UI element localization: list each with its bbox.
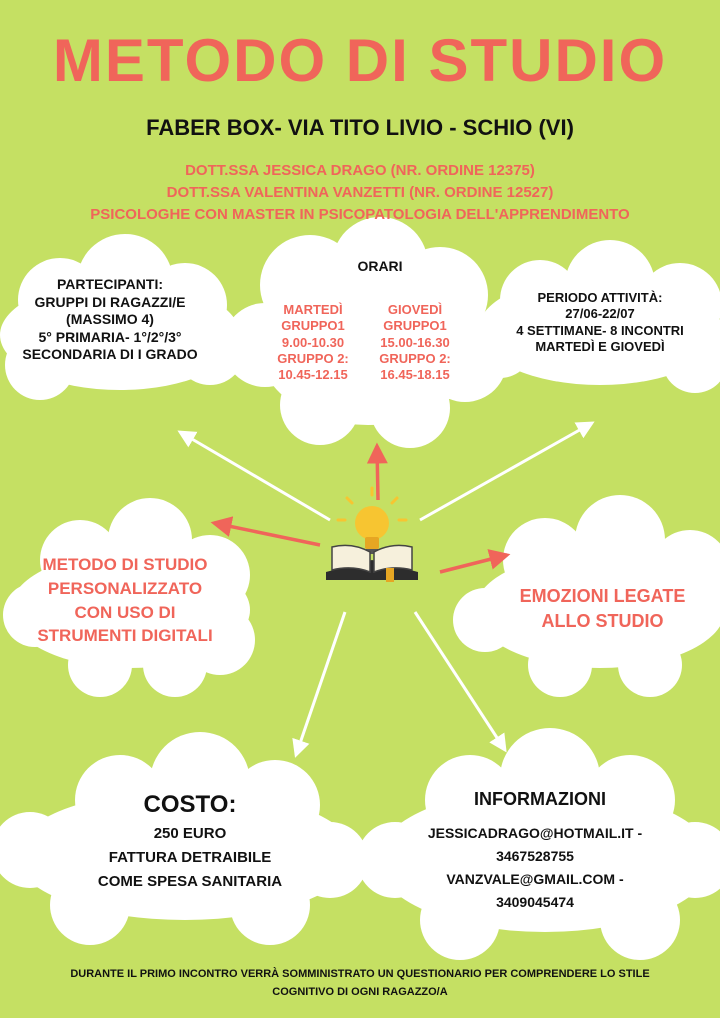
author-line: DOTT.SSA VALENTINA VANZETTI (NR. ORDINE … [166, 183, 554, 201]
arrow-emozioni [439, 549, 511, 574]
orari-tuesday: MARTEDÌ GRUPPO1 9.00-10.30 GRUPPO 2: 10.… [268, 302, 358, 383]
participants-line: GRUPPI DI RAGAZZI/E [34, 293, 186, 310]
costo-title: COSTO: [143, 791, 237, 818]
orari-label: ORARI [357, 258, 403, 274]
costo-line: COME SPESA SANITARIA [97, 873, 283, 890]
orari-line: GRUPPO1 [281, 318, 345, 334]
periodo-line: 4 SETTIMANE- 8 INCONTRI [516, 322, 684, 338]
participants-line: 5° PRIMARIA- 1°/2°/3° [38, 328, 182, 345]
arrow-orari [366, 442, 388, 501]
orari-line: 10.45-12.15 [278, 367, 348, 382]
arrow-periodo [419, 421, 595, 522]
periodo-info: PERIODO ATTIVITÀ: 27/06-22/07 4 SETTIMAN… [480, 290, 720, 355]
author-line: PSICOLOGHE CON MASTER IN PSICOPATOLOGIA … [90, 205, 630, 223]
orari-thursday: GIOVEDÌ GRUPPO1 15.00-16.30 GRUPPO 2: 16… [370, 302, 460, 383]
footer-line: COGNITIVO DI OGNI RAGAZZO/A [272, 985, 448, 998]
arrow-informazioni [413, 611, 507, 753]
costo-info: 250 EURO FATTURA DETRAIBILE COME SPESA S… [70, 822, 310, 894]
periodo-line: 27/06-22/07 [565, 306, 635, 322]
emozioni-info: EMOZIONI LEGATE ALLO STUDIO [490, 584, 715, 634]
poster-title: METODO DI STUDIO [52, 27, 668, 94]
phone-valentina[interactable]: 3409045474 [496, 894, 574, 911]
authors-block: DOTT.SSA JESSICA DRAGO (NR. ORDINE 12375… [0, 160, 720, 225]
arrows-coral [210, 442, 511, 574]
author-line: DOTT.SSA JESSICA DRAGO (NR. ORDINE 12375… [185, 162, 535, 179]
orari-line: GRUPPO1 [383, 318, 447, 334]
phone-jessica[interactable]: 3467528755 [496, 848, 574, 865]
arrow-metodo [210, 516, 321, 547]
cloud-orari [223, 217, 507, 448]
orari-line: GRUPPO 2: [379, 350, 451, 366]
metodo-info: METODO DI STUDIO PERSONALIZZATO CON USO … [0, 553, 250, 648]
email-link-jessica[interactable]: JESSICADRAGO@HOTMAIL.IT - [427, 825, 643, 841]
orari-line: GIOVEDÌ [387, 302, 443, 317]
arrows-white [177, 421, 595, 758]
arrow-participants [177, 430, 331, 522]
orari-line: GRUPPO 2: [277, 350, 349, 366]
cloud-participants [0, 234, 245, 400]
metodo-line: METODO DI STUDIO [42, 555, 208, 574]
metodo-line: PERSONALIZZATO [47, 578, 203, 598]
cloud-informazioni [357, 728, 720, 960]
informazioni-title: INFORMAZIONI [474, 789, 606, 809]
orari-line: MARTEDÌ [283, 302, 343, 317]
email-link-valentina[interactable]: VANZVALE@GMAIL.COM - [446, 871, 624, 888]
emozioni-line: EMOZIONI LEGATE [519, 586, 686, 606]
metodo-line: CON USO DI [74, 602, 176, 622]
participants-line: SECONDARIA DI I GRADO [22, 346, 198, 362]
orari-line: 15.00-16.30 [380, 334, 450, 350]
participants-info: PARTECIPANTI: GRUPPI DI RAGAZZI/E (MASSI… [0, 276, 220, 364]
participants-line: PARTECIPANTI: [56, 276, 164, 292]
cloud-metodo [3, 498, 255, 697]
book-lightbulb-icon [326, 486, 418, 582]
footer-note: DURANTE IL PRIMO INCONTRO VERRÀ SOMMINIS… [0, 966, 720, 1001]
periodo-line: MARTEDÌ E GIOVEDÌ [535, 338, 665, 354]
participants-line: (MASSIMO 4) [66, 311, 154, 327]
arrow-costo [292, 611, 347, 758]
periodo-line: PERIODO ATTIVITÀ: [537, 290, 663, 305]
metodo-line: STRUMENTI DIGITALI [37, 626, 213, 646]
emozioni-line: ALLO STUDIO [541, 611, 664, 632]
footer-line: DURANTE IL PRIMO INCONTRO VERRÀ SOMMINIS… [70, 968, 650, 980]
costo-line: FATTURA DETRAIBILE [108, 849, 272, 866]
orari-line: 16.45-18.15 [380, 367, 450, 382]
cloud-costo [0, 732, 368, 945]
cloud-periodo [467, 240, 720, 393]
informazioni-info: JESSICADRAGO@HOTMAIL.IT - 3467528755 VAN… [380, 822, 690, 914]
cloud-emozioni [453, 495, 720, 697]
orari-line: 9.00-10.30 [281, 334, 345, 350]
location-subtitle: FABER BOX- VIA TITO LIVIO - SCHIO (VI) [146, 115, 574, 140]
costo-line: 250 EURO [153, 825, 227, 842]
